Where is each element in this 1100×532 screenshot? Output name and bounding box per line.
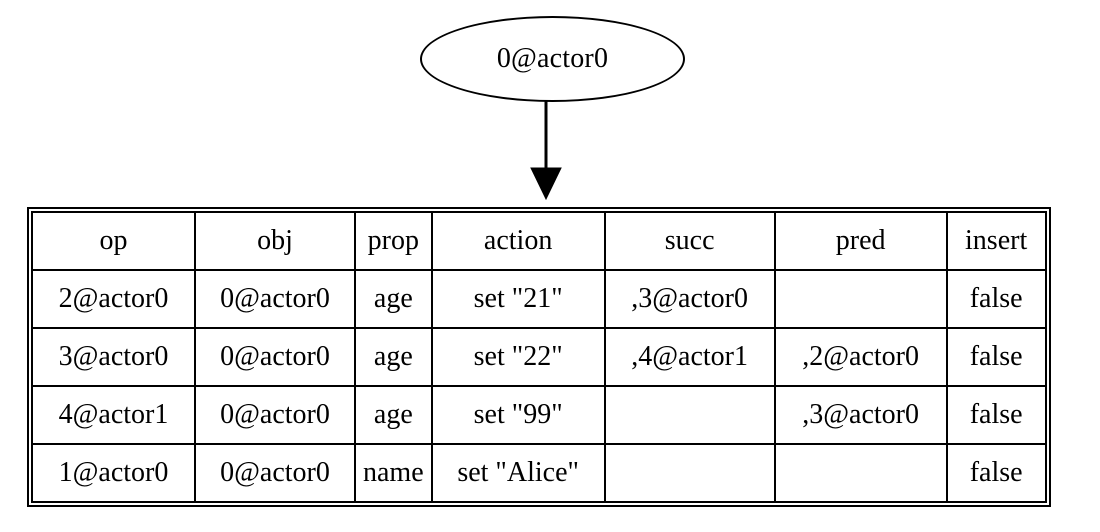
cell-action: set "22" — [430, 327, 606, 387]
cell-obj: 0@actor0 — [194, 443, 356, 503]
arrowhead-icon — [530, 167, 562, 201]
table-row[interactable]: 4@actor1 0@actor0 age set "99" ,3@actor0… — [31, 385, 1047, 445]
cell-op: 1@actor0 — [31, 443, 196, 503]
cell-pred — [773, 269, 948, 329]
table-row[interactable]: 3@actor0 0@actor0 age set "22" ,4@actor1… — [31, 327, 1047, 387]
operations-table: op obj prop action succ pred insert 2@ac… — [31, 211, 1047, 503]
table-row[interactable]: 1@actor0 0@actor0 name set "Alice" false — [31, 443, 1047, 503]
cell-op: 2@actor0 — [31, 269, 196, 329]
cell-succ: ,4@actor1 — [603, 327, 776, 387]
cell-insert: false — [945, 269, 1047, 329]
column-header-prop: prop — [354, 211, 433, 271]
column-header-succ: succ — [603, 211, 776, 271]
cell-succ: ,3@actor0 — [603, 269, 776, 329]
cell-action: set "99" — [430, 385, 606, 445]
node-oplist-table[interactable]: op obj prop action succ pred insert 2@ac… — [27, 207, 1051, 507]
column-header-obj: obj — [194, 211, 356, 271]
cell-pred — [773, 443, 948, 503]
cell-succ — [603, 385, 776, 445]
cell-prop: age — [354, 327, 433, 387]
cell-action: set "Alice" — [430, 443, 606, 503]
node-root-ellipse[interactable]: 0@actor0 — [420, 16, 685, 102]
cell-prop: age — [354, 385, 433, 445]
column-header-insert: insert — [945, 211, 1047, 271]
table-header-row: op obj prop action succ pred insert — [31, 211, 1047, 271]
node-root-label: 0@actor0 — [496, 43, 609, 74]
column-header-action: action — [430, 211, 606, 271]
cell-insert: false — [945, 385, 1047, 445]
table-row[interactable]: 2@actor0 0@actor0 age set "21" ,3@actor0… — [31, 269, 1047, 329]
cell-succ — [603, 443, 776, 503]
cell-obj: 0@actor0 — [194, 327, 356, 387]
cell-pred: ,3@actor0 — [773, 385, 948, 445]
cell-insert: false — [945, 327, 1047, 387]
cell-obj: 0@actor0 — [194, 385, 356, 445]
column-header-op: op — [31, 211, 196, 271]
cell-op: 3@actor0 — [31, 327, 196, 387]
cell-prop: name — [354, 443, 433, 503]
cell-op: 4@actor1 — [31, 385, 196, 445]
cell-obj: 0@actor0 — [194, 269, 356, 329]
cell-prop: age — [354, 269, 433, 329]
cell-insert: false — [945, 443, 1047, 503]
cell-pred: ,2@actor0 — [773, 327, 948, 387]
cell-action: set "21" — [430, 269, 606, 329]
column-header-pred: pred — [773, 211, 948, 271]
